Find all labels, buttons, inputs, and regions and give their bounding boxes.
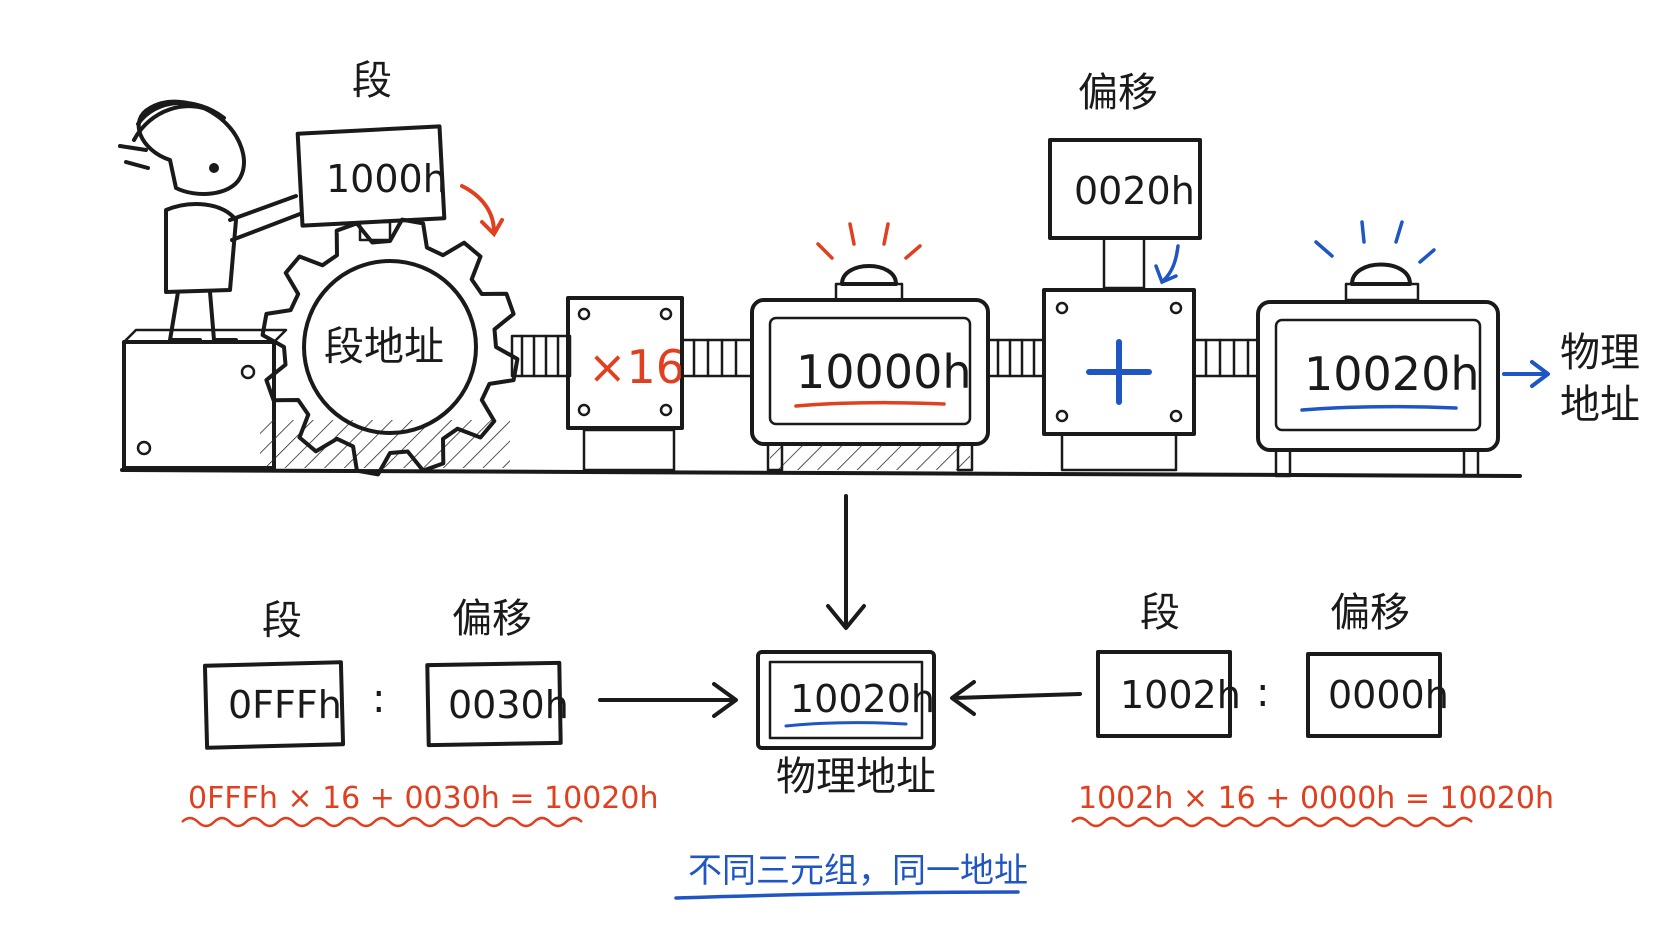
result-value: 10020h <box>1304 347 1480 401</box>
multiplier-box: ×16 <box>566 296 685 472</box>
multiplier-label: ×16 <box>588 340 685 394</box>
blue-light-rays <box>1314 220 1436 264</box>
intermediate-monitor: 10000h <box>750 222 990 472</box>
left-red-wavy-underline <box>181 816 583 828</box>
output-label-line2: 地址 <box>1560 382 1640 428</box>
left-to-center-arrow <box>598 682 738 718</box>
red-light-rays <box>816 222 922 260</box>
platform-block <box>122 328 510 470</box>
segment-title: 段 <box>352 58 392 104</box>
ground-line <box>120 467 1522 478</box>
center-blue-underline <box>784 721 908 728</box>
gear-label: 段地址 <box>324 324 444 370</box>
adder-box <box>1042 288 1196 472</box>
segment-card: 段 1000h <box>295 58 504 242</box>
output-arrow <box>1502 360 1550 388</box>
left-offset-title: 偏移 <box>452 596 532 642</box>
center-result-label: 物理地址 <box>776 754 936 800</box>
intermediate-value: 10000h <box>796 345 972 399</box>
right-example: 段 偏移 1002h : 0000h 1002h × 16 + 0000h = … <box>950 590 1554 828</box>
left-example: 段 偏移 0FFFh : 0030h 0FFFh × 16 + 0030h = … <box>181 596 738 828</box>
left-segment-title: 段 <box>262 598 302 644</box>
segment-value: 1000h <box>326 157 447 201</box>
person-figure <box>118 99 302 342</box>
offset-card: 偏移 0020h <box>1048 70 1202 290</box>
shaft-2 <box>680 338 754 378</box>
shaft-4 <box>1192 338 1260 378</box>
offset-value: 0020h <box>1074 169 1195 213</box>
right-offset-value: 0000h <box>1328 673 1449 717</box>
right-separator: : <box>1256 670 1269 716</box>
offset-title: 偏移 <box>1078 70 1158 116</box>
output-label-line1: 物理 <box>1560 330 1640 376</box>
right-red-wavy-underline <box>1071 816 1473 828</box>
right-segment-title: 段 <box>1140 590 1180 636</box>
shaft-3 <box>986 338 1046 378</box>
blue-underline <box>1300 404 1458 412</box>
center-result: 10020h 物理地址 <box>756 650 936 800</box>
left-formula: 0FFFh × 16 + 0030h = 10020h <box>188 781 658 816</box>
left-offset-value: 0030h <box>448 683 569 727</box>
conclusion-underline <box>674 890 1020 900</box>
blue-arrow <box>1162 244 1180 282</box>
right-offset-title: 偏移 <box>1330 590 1410 636</box>
center-result-value: 10020h <box>790 677 935 721</box>
plus-symbol <box>1086 339 1152 405</box>
result-monitor: 10020h <box>1256 220 1500 478</box>
left-separator: : <box>372 676 385 722</box>
shaft-1 <box>510 334 572 378</box>
right-to-center-arrow <box>950 680 1082 716</box>
physical-address-output: 物理 地址 <box>1502 330 1640 428</box>
person-eye <box>209 163 219 173</box>
down-arrow <box>826 494 866 630</box>
red-curved-arrow <box>460 184 496 234</box>
red-underline <box>794 400 946 408</box>
right-segment-value: 1002h <box>1120 673 1241 717</box>
conclusion: 不同三元组，同一地址 <box>674 851 1028 900</box>
right-formula: 1002h × 16 + 0000h = 10020h <box>1078 781 1554 816</box>
segment-gear: 段地址 <box>260 217 520 477</box>
conclusion-text: 不同三元组，同一地址 <box>688 851 1028 891</box>
left-segment-value: 0FFFh <box>228 683 342 727</box>
